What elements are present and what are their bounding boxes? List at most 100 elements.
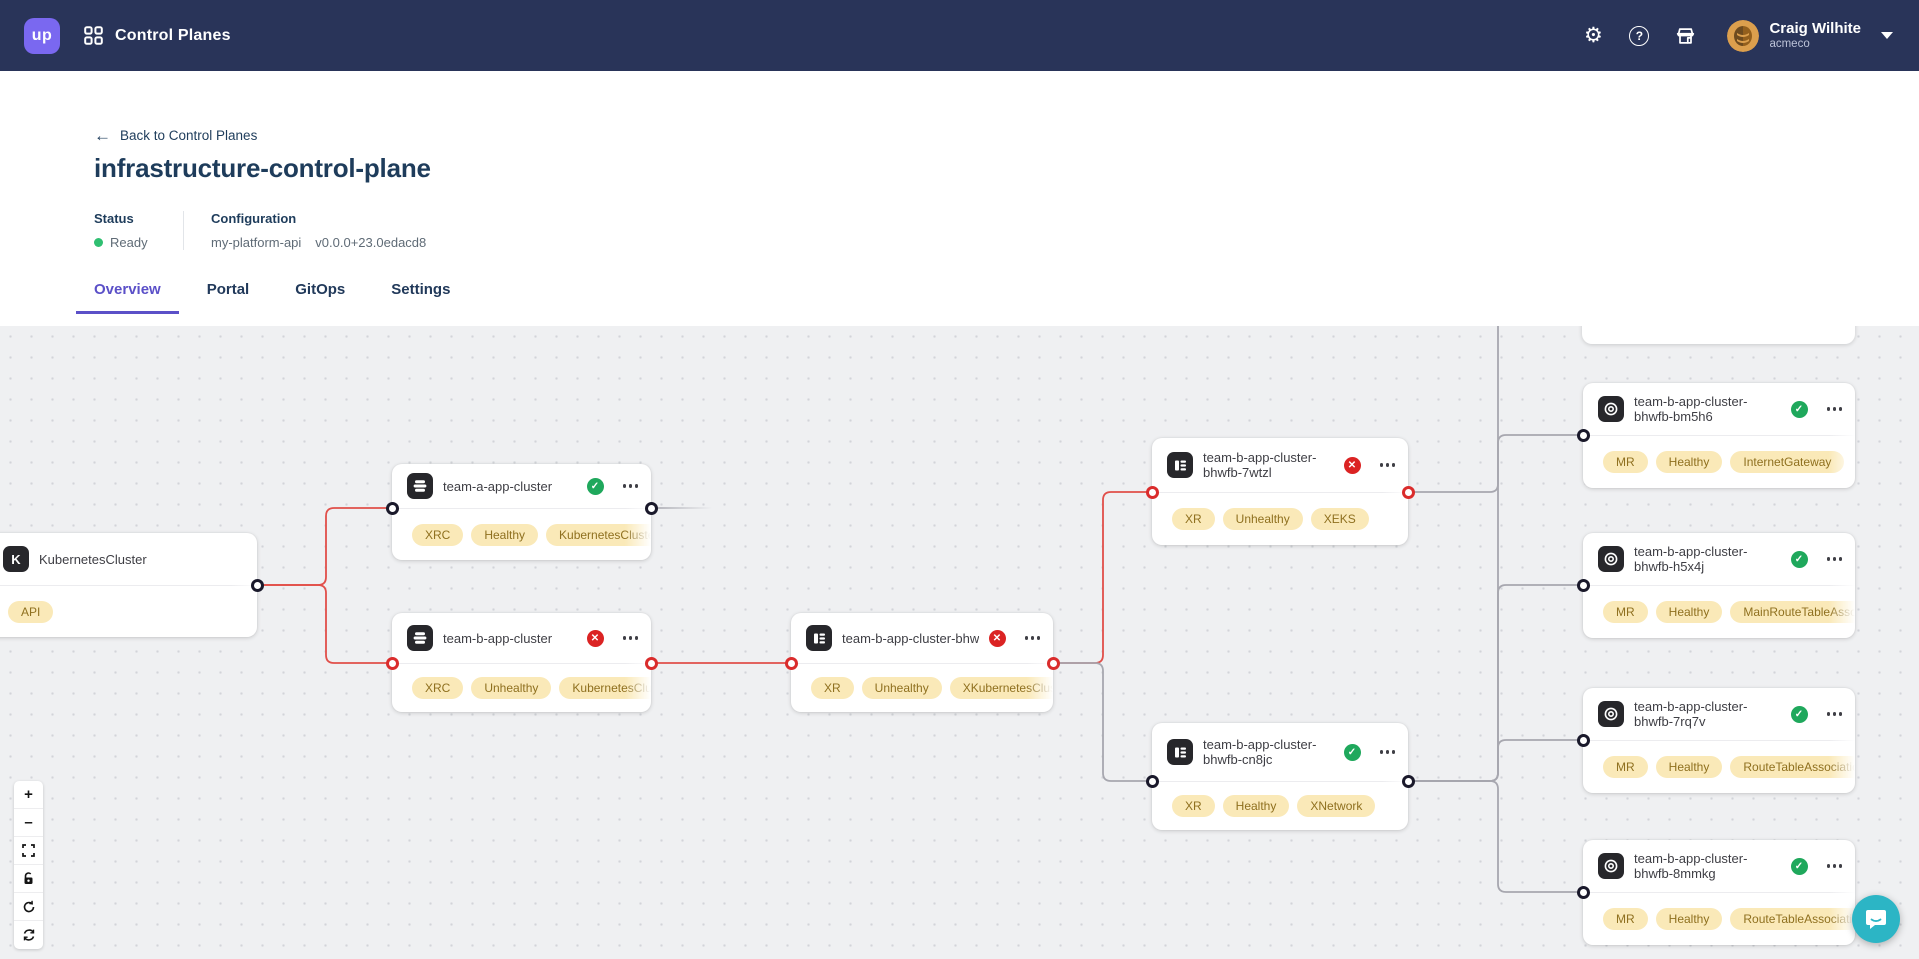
marketplace-store-icon[interactable] [1673, 24, 1697, 48]
connection-port[interactable] [1046, 656, 1060, 670]
connection-port[interactable] [1145, 485, 1159, 499]
node-menu-button[interactable] [1826, 864, 1842, 868]
reset-layout-button[interactable] [14, 921, 43, 949]
badge: Unhealthy [471, 677, 552, 699]
chat-launcher-button[interactable] [1852, 895, 1900, 943]
configuration-name[interactable]: my-platform-api [211, 235, 302, 250]
connection-port[interactable] [385, 656, 399, 670]
back-link-label: Back to Control Planes [120, 128, 258, 143]
status-healthy-icon: ✓ [1790, 705, 1808, 723]
badge: XRC [412, 523, 464, 546]
connection-port[interactable] [644, 501, 658, 515]
badge-row: MR Healthy MainRouteTableAssociation [1583, 585, 1855, 637]
connection-port[interactable] [250, 578, 264, 592]
connection-port[interactable] [1145, 774, 1159, 788]
upbound-logo[interactable]: up [24, 17, 60, 54]
back-link[interactable]: ← Back to Control Planes [94, 127, 257, 144]
status-healthy-icon: ✓ [1343, 743, 1361, 761]
status-green-dot [94, 238, 103, 247]
page-title: infrastructure-control-plane [94, 153, 431, 183]
settings-gear-icon[interactable]: ⚙ [1584, 24, 1603, 47]
node-menu-button[interactable] [1024, 636, 1040, 640]
top-navbar: up Control Planes ⚙ ? Craig Wilhite acme… [0, 0, 1919, 71]
status-healthy-icon: ✓ [586, 477, 604, 495]
zoom-in-button[interactable]: + [14, 781, 43, 809]
node-menu-button[interactable] [1826, 557, 1842, 561]
tab-gitops[interactable]: GitOps [295, 281, 346, 298]
back-arrow-icon: ← [94, 126, 111, 145]
node-menu-button[interactable] [622, 636, 638, 640]
badge: RouteTableAssociation [1730, 907, 1855, 930]
avatar [1727, 19, 1760, 52]
node-title: team-b-app-cluster-bhwfb-bm5h6 [1634, 394, 1748, 424]
node-team-b-app-cluster-bhwfb-7rq7v[interactable]: team-b-app-cluster-bhwfb-7rq7v ✓ MR Heal… [1583, 688, 1855, 793]
rotate-button[interactable] [14, 893, 43, 921]
badge: XR [1172, 794, 1215, 817]
node-team-b-app-cluster[interactable]: team-b-app-cluster ✕ XRC Unhealthy Kuber… [392, 613, 651, 712]
fit-view-button[interactable] [14, 837, 43, 865]
node-title: team-b-app-cluster-bhwfb-8mmkg [1634, 851, 1748, 881]
resource-graph-canvas[interactable]: K KubernetesCluster API team-a-app-clust… [0, 326, 1919, 959]
node-team-b-app-cluster-bhwfb-8mmkg[interactable]: team-b-app-cluster-bhwfb-8mmkg ✓ MR Heal… [1583, 840, 1855, 945]
tab-overview[interactable]: Overview [76, 281, 179, 314]
user-menu[interactable]: Craig Wilhite acmeco [1727, 19, 1893, 52]
node-team-a-app-cluster[interactable]: team-a-app-cluster ✓ XRC Healthy Kuberne… [392, 464, 651, 560]
node-title: team-b-app-cluster-bhwfb-h5x4j [1634, 544, 1748, 574]
connection-port[interactable] [1576, 578, 1590, 592]
claim-layers-icon [407, 473, 433, 499]
lock-button[interactable] [14, 865, 43, 893]
node-title: KubernetesCluster [39, 551, 147, 567]
status-value: Ready [110, 235, 148, 250]
badge: XR [811, 677, 854, 699]
managed-resource-icon [1598, 853, 1624, 879]
managed-resource-icon [1598, 701, 1624, 727]
kubernetes-cluster-icon: K [3, 546, 29, 572]
connection-port[interactable] [1401, 485, 1415, 499]
managed-resource-icon [1598, 546, 1624, 572]
configuration-version: v0.0.0+23.0edacd8 [315, 235, 427, 250]
connection-port[interactable] [784, 656, 798, 670]
zoom-out-button[interactable]: – [14, 809, 43, 837]
help-icon[interactable]: ? [1627, 24, 1651, 48]
node-team-b-app-cluster-bhwfb-7wtzl[interactable]: team-b-app-cluster-bhwfb-7wtzl ✕ XR Unhe… [1152, 438, 1408, 545]
node-menu-button[interactable] [622, 484, 638, 488]
node-menu-button[interactable] [1826, 712, 1842, 716]
badge: Healthy [1222, 794, 1290, 817]
node-team-b-app-cluster-bhwfb-cn8jc[interactable]: team-b-app-cluster-bhwfb-cn8jc ✓ XR Heal… [1152, 723, 1408, 830]
node-menu-button[interactable] [1826, 407, 1842, 411]
node-menu-button[interactable] [1379, 750, 1395, 754]
badge-row: API [0, 585, 257, 637]
caret-down-icon [1881, 32, 1893, 39]
connection-port[interactable] [644, 656, 658, 670]
node-title: team-b-app-cluster-bhwfb-7wtzl [1203, 450, 1317, 480]
status-healthy-icon: ✓ [1790, 400, 1808, 418]
badge: MR [1603, 600, 1648, 623]
node-kubernetescluster[interactable]: K KubernetesCluster API [0, 533, 257, 637]
node-team-b-app-cluster-bhwfb[interactable]: team-b-app-cluster-bhwfb ✕ XR Unhealthy … [791, 613, 1053, 712]
connection-port[interactable] [1576, 885, 1590, 899]
composite-table-icon [806, 625, 832, 651]
badge-row: XR Unhealthy XEKS [1152, 492, 1408, 544]
tab-settings[interactable]: Settings [391, 281, 451, 298]
connection-port[interactable] [385, 501, 399, 515]
edge-kc-team-b [257, 584, 392, 664]
connection-port[interactable] [1401, 774, 1415, 788]
badge: MainRouteTableAssociation [1730, 600, 1855, 623]
connection-port[interactable] [1576, 733, 1590, 747]
partial-node[interactable] [1582, 326, 1855, 344]
graph-controls: + – [14, 781, 43, 949]
badge: Healthy [1655, 755, 1723, 778]
configuration-label: Configuration [211, 211, 297, 226]
node-team-b-app-cluster-bhwfb-h5x4j[interactable]: team-b-app-cluster-bhwfb-h5x4j ✓ MR Heal… [1583, 533, 1855, 638]
tab-portal[interactable]: Portal [206, 281, 250, 298]
badge: XEKS [1310, 507, 1369, 530]
connection-port[interactable] [1576, 428, 1590, 442]
claim-layers-icon [407, 625, 433, 651]
app-switcher-grid-icon[interactable] [84, 26, 103, 45]
tab-bar: Overview Portal GitOps Settings [76, 281, 1919, 314]
user-org: acmeco [1769, 37, 1810, 50]
node-menu-button[interactable] [1379, 463, 1395, 467]
edge-bhwfb-7wtzl [1053, 491, 1152, 664]
node-team-b-app-cluster-bhwfb-bm5h6[interactable]: team-b-app-cluster-bhwfb-bm5h6 ✓ MR Heal… [1583, 383, 1855, 488]
